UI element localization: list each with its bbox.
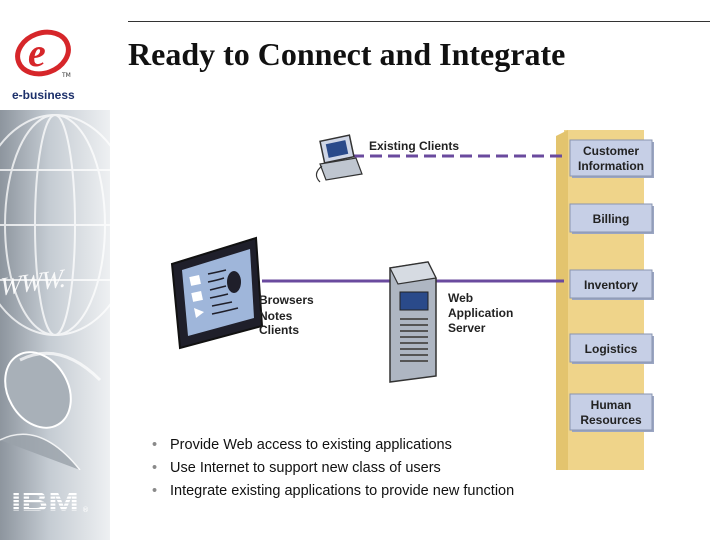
bullet-list: • Provide Web access to existing applicat… [148,434,708,503]
mouse-hand-graphic-icon [0,351,102,470]
app-label: Information [578,159,644,173]
bullet-item: • Integrate existing applications to prov… [148,480,708,503]
bullet-text: Integrate existing applications to provi… [170,483,515,499]
brand-sidebar: e TM e-business WWW. IBM ® [0,0,110,540]
bullet-dot: • [152,483,158,499]
app-box-logistics: Logistics [569,333,654,364]
existing-client-computer-icon [315,134,363,183]
bullet-item: • Use Internet to support new class of us… [148,457,708,480]
app-label: Resources [580,413,642,427]
ibm-logo-text: IBM [11,486,79,514]
application-column-edge [556,130,568,470]
app-label: Billing [593,212,630,226]
browser-screen-icon [170,236,264,350]
app-label: Logistics [585,342,638,356]
title-rule [128,21,710,22]
bullet-text: Provide Web access to existing applicati… [170,437,452,453]
ebusiness-logo-icon: e [15,29,71,77]
app-label: Inventory [584,278,638,292]
bullet-text: Use Internet to support new class of use… [170,460,441,476]
trademark-mark: TM [62,72,71,79]
browsers-label: Browsers [259,293,314,307]
diagram-canvas: Existing Clients Browsers Notes Clients [170,130,654,470]
app-box-billing: Billing [569,203,654,234]
bullet-item: • Provide Web access to existing applicat… [148,434,708,457]
globe-graphic-icon [0,114,110,336]
bullet-dot: • [152,437,158,453]
page-title: Ready to Connect and Integrate [128,36,566,72]
registered-mark: ® [82,506,89,514]
app-box-inventory: Inventory [569,269,654,300]
integration-diagram: Existing Clients Browsers Notes Clients [152,86,665,470]
app-box-customer-information: Customer Information [569,139,654,178]
server-label-line3: Server [448,321,486,335]
web-application-server-icon [389,261,437,383]
server-label-line2: Application [448,306,513,320]
svg-text:e: e [28,30,46,75]
server-label-line1: Web [448,291,473,305]
app-label: Customer [583,144,639,158]
clients-label: Clients [259,323,299,337]
notes-label: Notes [259,309,293,323]
existing-clients-label: Existing Clients [369,139,459,153]
app-label: Human [591,398,632,412]
ibm-logo-icon: IBM [11,486,79,514]
bullet-dot: • [152,460,158,476]
brand-label: e-business [12,88,75,102]
app-box-human-resources: Human Resources [569,393,654,432]
